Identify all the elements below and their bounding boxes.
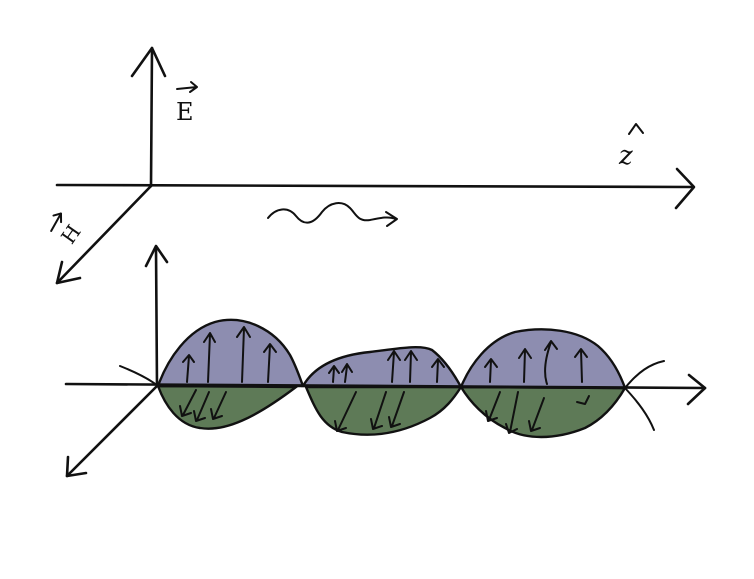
h-field-vectors (179, 389, 590, 434)
caret-hat-icon (628, 123, 644, 135)
e-vector-arrow (182, 354, 195, 383)
e-field-label-text: E (176, 98, 194, 126)
wave-e-axis-line (154, 246, 159, 388)
h-vector-arrow (485, 391, 501, 422)
h-vector-arrow (193, 391, 210, 422)
e-vector-arrow (518, 348, 532, 383)
e-vector-arrow (263, 343, 277, 383)
z-axis-label: z (618, 123, 644, 171)
h-axis-line (55, 184, 153, 285)
e-vector-arrow (236, 326, 251, 383)
e-field-label: E (176, 81, 198, 126)
h-vector-arrow (334, 391, 357, 432)
h-vector-arrow (179, 389, 197, 417)
e-vector-arrow (203, 332, 216, 383)
h-vector-arrow (370, 391, 387, 430)
h-vector-arrow (576, 395, 590, 405)
e-vector-arrow (484, 358, 498, 383)
propagation-squiggle (267, 202, 397, 224)
wave-diagram (64, 244, 707, 478)
top-axes (55, 46, 696, 285)
z-axis-arrowhead (674, 167, 696, 210)
wave-lead-in-curve (119, 365, 159, 387)
h-field-label-text: H (56, 220, 86, 248)
e-axis-line (149, 46, 154, 188)
e-field-vectors (182, 326, 588, 385)
h-field-lobe (156, 384, 300, 430)
e-vector-arrow (404, 350, 418, 383)
wavy-arrow-icon (267, 202, 398, 227)
wave-z-axis-arrowhead (686, 373, 707, 406)
h-axis-arrowhead (55, 260, 82, 285)
e-vector-arrow (341, 363, 353, 383)
h-vector-arrow (505, 391, 519, 434)
e-field-lobe (156, 318, 305, 388)
vector-arrow-icon (50, 212, 63, 233)
e-vector-arrow (574, 348, 588, 383)
e-vector-arrow (328, 365, 340, 383)
z-axis-line (55, 183, 695, 189)
h-field-label: H (50, 212, 86, 248)
h-vector-arrow (388, 391, 405, 428)
wave-tail-curve-lower (624, 387, 655, 431)
wave-z-axis-line (64, 382, 707, 390)
wave-tail-curve (624, 360, 665, 389)
wave-h-axis-line (65, 384, 159, 478)
wave-h-axis-arrowhead (65, 455, 88, 478)
propagation-squiggle-head (385, 211, 398, 227)
e-axis-arrowhead (130, 46, 167, 78)
e-vector-arrow (544, 340, 558, 385)
h-vector-arrow (528, 397, 545, 432)
h-vector-arrow (210, 391, 227, 420)
h-field-lobe (458, 385, 628, 439)
e-vector-arrow (431, 358, 445, 383)
h-field-lobe (304, 385, 464, 436)
z-axis-label-text: z (618, 141, 633, 171)
wave-e-axis-arrowhead (144, 244, 169, 268)
e-vector-arrow (387, 350, 401, 383)
e-field-lobe (459, 328, 627, 390)
e-field-lobe (300, 345, 464, 389)
vector-arrow-icon (176, 81, 198, 93)
